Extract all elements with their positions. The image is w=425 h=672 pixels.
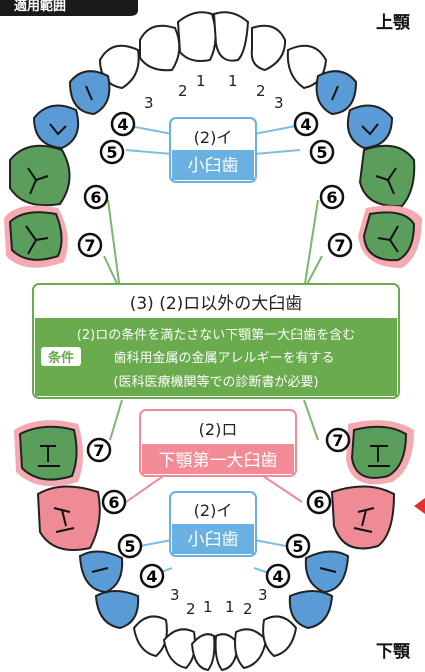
lower-circle-6-left: 6 xyxy=(101,489,127,515)
ro-box-bottom: 下顎第一大臼歯 xyxy=(159,451,278,471)
molar-box-title: (3) (2)ロ以外の大臼歯 xyxy=(130,294,303,314)
lower-circle-5-right: 5 xyxy=(285,533,311,559)
lower-fissures xyxy=(38,445,390,573)
lower-molar-6-right xyxy=(330,485,396,550)
lower-first-molar-box: (2)ロ 下顎第一大臼歯 xyxy=(139,409,297,477)
upper-num-1-right: 1 xyxy=(228,72,238,90)
lower-molar-connectors xyxy=(109,399,319,441)
header-label: 適用範囲 xyxy=(14,0,66,14)
lower-num-2-left: 2 xyxy=(186,600,196,618)
upper-molar-connectors xyxy=(103,199,323,291)
upper-circle-4-right: 4 xyxy=(293,111,319,137)
upper-tooth-1-right xyxy=(212,11,250,62)
svg-text:5: 5 xyxy=(316,143,327,162)
pointer-arrow-icon xyxy=(414,498,425,514)
svg-text:5: 5 xyxy=(292,537,303,556)
svg-text:6: 6 xyxy=(326,188,337,207)
upper-molar-6-left xyxy=(9,144,71,207)
condition-tag: 条件 xyxy=(48,350,74,366)
svg-text:4: 4 xyxy=(117,115,128,134)
upper-num-1-left: 1 xyxy=(196,72,206,90)
lower-molar-6-left xyxy=(36,485,101,551)
lower-premolar-left-4 xyxy=(94,590,140,630)
lower-tooth-3-left xyxy=(132,615,168,658)
upper-box-top: (2)イ xyxy=(194,128,233,147)
upper-num-2-right: 2 xyxy=(256,82,266,100)
upper-premolar-left-2 xyxy=(32,104,80,150)
lower-jaw-label: 下顎 xyxy=(376,642,411,662)
upper-premolar-box: (2)イ 小臼歯 xyxy=(169,117,257,183)
upper-molar-7-left xyxy=(8,211,63,261)
svg-text:5: 5 xyxy=(106,143,117,162)
svg-text:6: 6 xyxy=(313,493,324,512)
upper-premolar-right-1 xyxy=(315,70,358,116)
upper-circle-6-right: 6 xyxy=(319,184,345,210)
svg-text:7: 7 xyxy=(84,236,95,255)
upper-circle-5-right: 5 xyxy=(309,139,335,165)
upper-num-3-right: 3 xyxy=(274,94,284,112)
lower-num-1-right: 1 xyxy=(225,598,235,616)
svg-text:7: 7 xyxy=(332,431,343,450)
ro-box-top: (2)ロ xyxy=(199,420,238,439)
upper-tooth-2-right xyxy=(250,24,287,72)
svg-text:7: 7 xyxy=(93,441,104,460)
upper-num-2-left: 2 xyxy=(178,82,188,100)
lower-num-1-left: 1 xyxy=(203,598,213,616)
upper-circle-7-right: 7 xyxy=(327,232,353,258)
lower-circle-6-right: 6 xyxy=(306,489,332,515)
upper-circle-5-left: 5 xyxy=(99,139,125,165)
svg-text:4: 4 xyxy=(272,567,283,586)
lower-premolar-right-4 xyxy=(288,590,334,630)
lower-tooth-1-left xyxy=(190,633,216,672)
lower-circle-7-right: 7 xyxy=(325,427,351,453)
svg-text:6: 6 xyxy=(90,188,101,207)
lower-tooth-2-left xyxy=(162,628,196,670)
lower-num-2-right: 2 xyxy=(243,600,253,618)
upper-jaw-label: 上顎 xyxy=(376,13,411,33)
lower-num-3-left: 3 xyxy=(170,586,180,604)
lower-i-box-top: (2)イ xyxy=(194,501,233,520)
upper-tooth-2-left xyxy=(139,24,181,72)
upper-premolar-right-2 xyxy=(346,104,394,150)
upper-circle-6-left: 6 xyxy=(83,184,109,210)
upper-premolar-connectors xyxy=(125,125,301,155)
molar-box-line2: 歯科用金属の金属アレルギーを有する xyxy=(113,350,334,366)
lower-premolar-left-5 xyxy=(78,550,124,594)
lower-tooth-3-right xyxy=(262,615,298,658)
upper-circle-7-left: 7 xyxy=(77,232,103,258)
lower-circle-4-right: 4 xyxy=(265,563,291,589)
header-tab xyxy=(0,0,138,16)
lower-first-molar-connectors xyxy=(125,473,303,503)
upper-box-bottom: 小臼歯 xyxy=(188,156,239,176)
molar-box-line1: (2)ロの条件を満たさない下顎第一大臼歯を含む xyxy=(77,327,355,343)
condition-tag-bg xyxy=(41,347,81,366)
lower-i-box-bottom: 小臼歯 xyxy=(188,530,239,550)
lower-arch xyxy=(36,485,396,672)
svg-text:5: 5 xyxy=(124,537,135,556)
upper-molar-7-right xyxy=(362,211,416,262)
upper-fissures xyxy=(25,85,399,255)
molar-box-line3: (医科医療機関等での診断書が必要) xyxy=(113,374,318,390)
lower-num-3-right: 3 xyxy=(258,586,268,604)
svg-text:7: 7 xyxy=(334,236,345,255)
svg-text:4: 4 xyxy=(146,567,157,586)
lower-circle-4-left: 4 xyxy=(139,563,165,589)
lower-circle-5-left: 5 xyxy=(117,533,143,559)
lower-premolar-right-5 xyxy=(304,550,350,594)
upper-molar-6-right xyxy=(358,144,416,208)
lower-tooth-2-right xyxy=(234,628,268,670)
svg-text:6: 6 xyxy=(108,493,119,512)
upper-num-3-left: 3 xyxy=(144,94,154,112)
upper-arch xyxy=(9,11,416,208)
svg-text:4: 4 xyxy=(300,115,311,134)
upper-tooth-1-left xyxy=(176,11,217,62)
lower-premolar-box: (2)イ 小臼歯 xyxy=(169,491,257,557)
lower-circle-7-left: 7 xyxy=(86,437,112,463)
upper-circle-4-left: 4 xyxy=(110,111,136,137)
lower-tooth-1-right xyxy=(214,633,240,672)
molar-condition-box: (3) (2)ロ以外の大臼歯 (2)ロの条件を満たさない下顎第一大臼歯を含む 条… xyxy=(32,283,400,399)
